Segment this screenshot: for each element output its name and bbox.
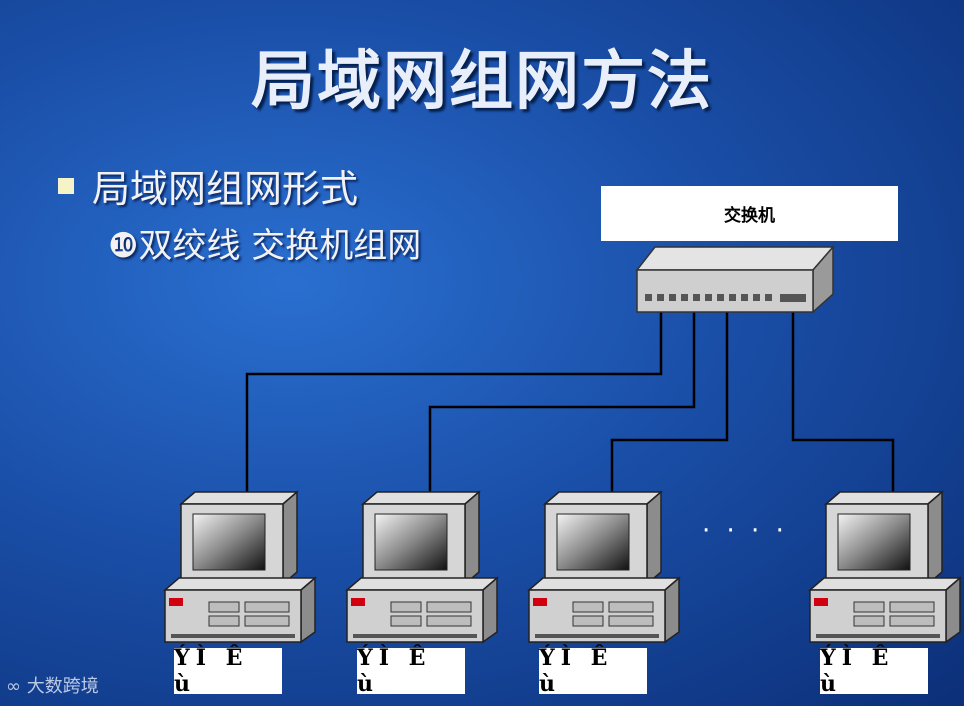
cable-2: [430, 312, 694, 492]
computer-icon-4: [810, 492, 960, 642]
cable-4: [793, 312, 893, 492]
watermark-text: 大数跨境: [27, 676, 99, 697]
cable-1: [247, 312, 661, 492]
cable-3: [612, 312, 727, 492]
pc-label-3: ÝÌ Ê ù: [539, 648, 647, 694]
ellipsis: · · · ·: [702, 516, 788, 546]
pc-label-1: ÝÌ Ê ù: [174, 648, 282, 694]
watermark-logo: ∞ 大数跨境: [6, 672, 99, 698]
switch-icon: [637, 247, 833, 312]
logo-icon: ∞: [6, 676, 27, 697]
pc-label-4: ÝÌ Ê ù: [820, 648, 928, 694]
pc-label-2: ÝÌ Ê ù: [357, 648, 465, 694]
computer-icon-3: [529, 492, 679, 642]
computer-icon-1: [165, 492, 315, 642]
cables: [247, 312, 893, 492]
computer-icon-2: [347, 492, 497, 642]
